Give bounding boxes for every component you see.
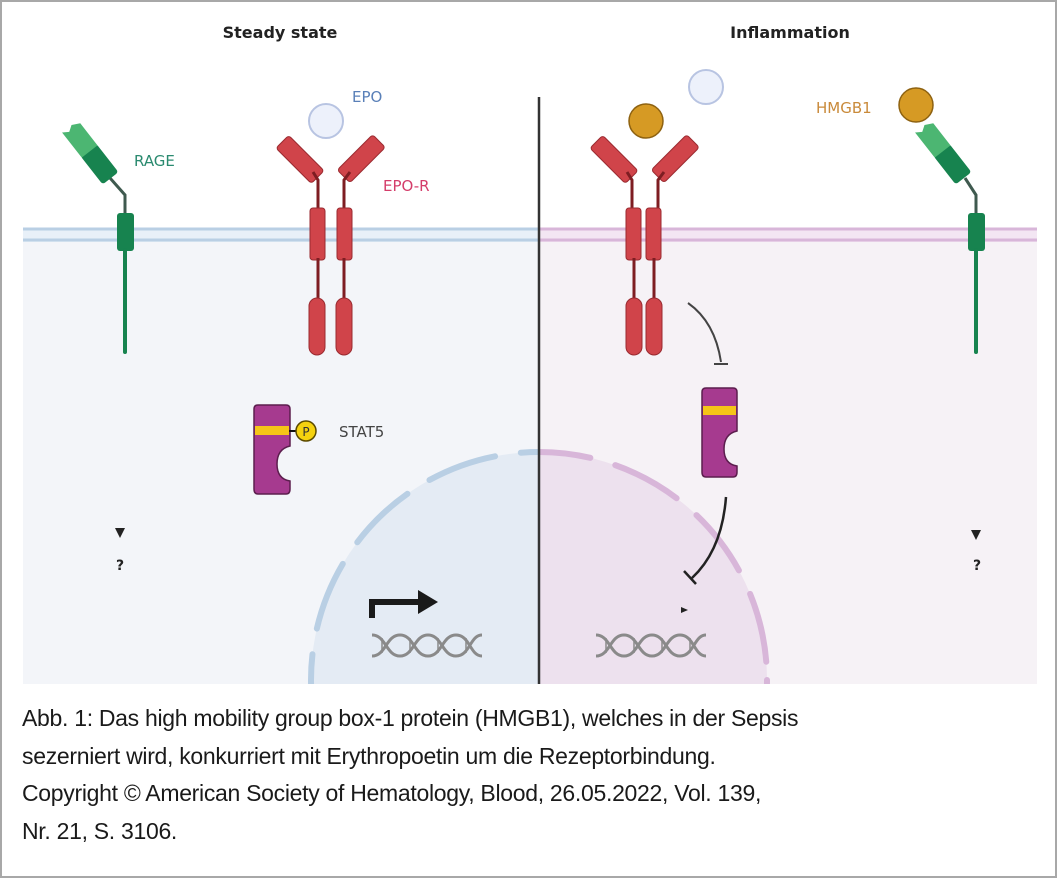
inhibition-arrow-epo-r <box>687 302 728 365</box>
signal-arrow-right <box>971 395 981 540</box>
hmgb1-bound-rage <box>898 87 934 123</box>
label-stat5: STAT5 <box>339 423 384 441</box>
stat5-phosphorylated <box>253 404 298 495</box>
caption-line: Copyright © American Society of Hematolo… <box>22 780 762 806</box>
nucleus-right <box>539 452 767 684</box>
label-epo: EPO <box>352 88 382 106</box>
label-unknown-left: ? <box>116 558 124 574</box>
epo-ligand-left <box>308 103 344 139</box>
stat5-unphosphorylated <box>701 387 738 478</box>
caption-line: Abb. 1: Das high mobility group box-1 pr… <box>22 705 799 731</box>
membrane-left <box>23 227 539 242</box>
label-unknown-right: ? <box>973 558 981 574</box>
dna-helix-icon-right <box>595 633 707 658</box>
epo-ligand-right <box>688 69 724 105</box>
figure-caption: Abb. 1: Das high mobility group box-1 pr… <box>22 700 1022 850</box>
phosphate-group-icon <box>295 420 317 442</box>
rage-receptor-right <box>915 123 985 354</box>
epo-receptor-left <box>276 135 385 356</box>
label-rage: RAGE <box>134 152 175 170</box>
caption-line: Nr. 21, S. 3106. <box>22 817 178 844</box>
panel-title-inflammation: Inflammation <box>730 23 850 42</box>
dna-helix-icon-left <box>371 633 483 658</box>
figure-diagram: Steady state Inflammation RAGE EPO EPO-R… <box>23 23 1037 684</box>
nucleus-envelope-right <box>539 449 770 684</box>
transcription-arrow-weak <box>617 607 688 613</box>
rage-receptor-left <box>62 123 134 354</box>
label-hmgb1: HMGB1 <box>816 99 872 117</box>
inhibition-arrow-stat5 <box>683 496 728 585</box>
caption-line: sezerniert wird, konkurriert mit Erythro… <box>22 742 716 769</box>
nucleus-envelope-left <box>308 449 539 684</box>
label-epo-r: EPO-R <box>383 177 430 195</box>
panel-title-steady-state: Steady state <box>223 23 338 42</box>
nucleus-left <box>311 452 539 684</box>
label-phospho: P <box>302 425 309 439</box>
epo-receptor-right <box>590 135 699 356</box>
membrane-right <box>539 227 1037 242</box>
transcription-arrow-active <box>369 590 438 618</box>
hmgb1-bound-epo-r <box>628 103 664 139</box>
signal-arrow-left <box>115 392 125 538</box>
